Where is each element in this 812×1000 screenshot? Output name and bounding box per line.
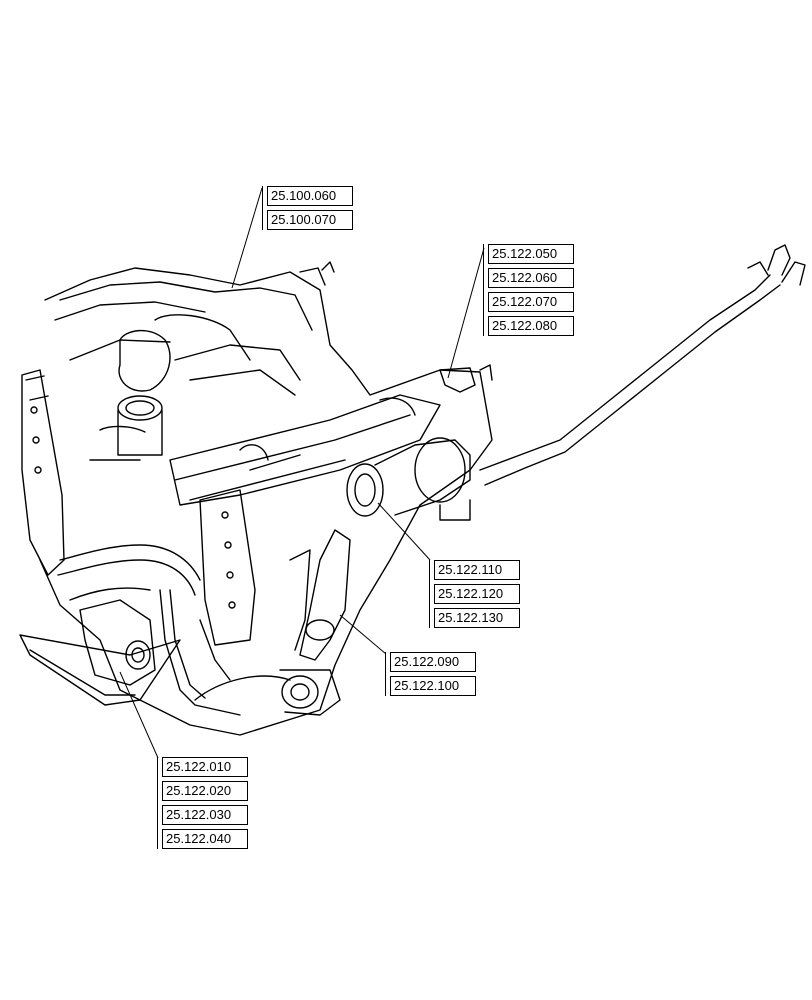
callout-label[interactable]: 25.122.070 xyxy=(488,292,574,312)
leader-line-lower-left xyxy=(119,671,159,759)
callout-label[interactable]: 25.122.040 xyxy=(162,829,248,849)
leader-line-steering-frame xyxy=(231,187,263,289)
assembly-linework xyxy=(19,244,806,736)
callout-label[interactable]: 25.122.100 xyxy=(390,676,476,696)
callout-label[interactable]: 25.122.110 xyxy=(434,560,520,580)
leader-lines xyxy=(119,187,485,759)
callout-label[interactable]: 25.122.060 xyxy=(488,268,574,288)
callout-middle-right-assembly: 25.122.110 25.122.120 25.122.130 xyxy=(429,560,520,628)
callout-label[interactable]: 25.122.020 xyxy=(162,781,248,801)
callout-label[interactable]: 25.122.050 xyxy=(488,244,574,264)
callout-label[interactable]: 25.122.120 xyxy=(434,584,520,604)
callout-label[interactable]: 25.122.130 xyxy=(434,608,520,628)
callout-lower-left-assembly: 25.122.010 25.122.020 25.122.030 25.122.… xyxy=(157,757,248,849)
callout-label[interactable]: 25.122.090 xyxy=(390,652,476,672)
callout-label[interactable]: 25.122.080 xyxy=(488,316,574,336)
callout-steering-frame: 25.100.060 25.100.070 xyxy=(262,186,353,230)
callout-upper-right-assembly: 25.122.050 25.122.060 25.122.070 25.122.… xyxy=(483,244,574,336)
leader-line-middle-right xyxy=(377,502,431,561)
callout-label[interactable]: 25.100.070 xyxy=(267,210,353,230)
callout-lower-right-assembly: 25.122.090 25.122.100 xyxy=(385,652,476,696)
leader-line-upper-right xyxy=(447,247,485,379)
callout-label[interactable]: 25.122.030 xyxy=(162,805,248,825)
callout-label[interactable]: 25.100.060 xyxy=(267,186,353,206)
leader-line-lower-right xyxy=(339,614,387,655)
callout-label[interactable]: 25.122.010 xyxy=(162,757,248,777)
